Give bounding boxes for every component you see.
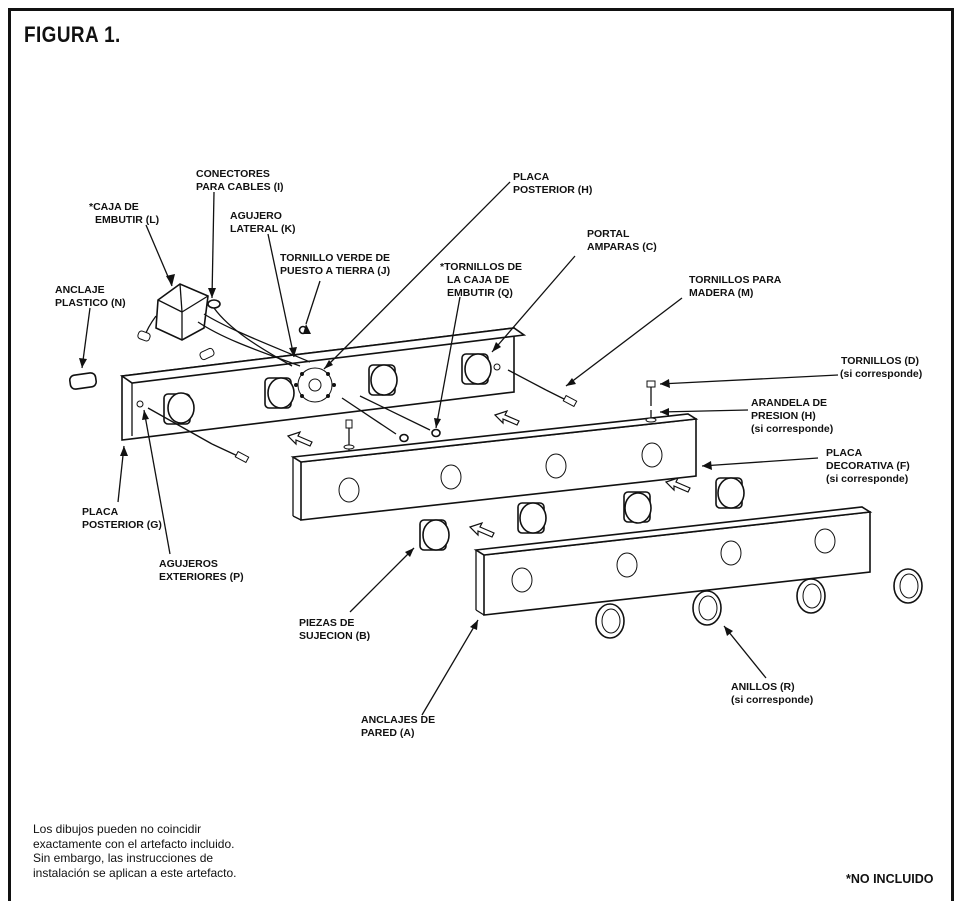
lamp-holder: [264, 377, 295, 409]
junction-box: [137, 283, 311, 367]
trim-ring: [595, 603, 625, 639]
outer-hole: [136, 400, 144, 408]
trim-ring: [796, 578, 826, 614]
not-included-note: *NO INCLUIDO: [846, 872, 934, 886]
mounting-piece: [517, 502, 547, 534]
disclaimer-line: instalación se aplican a este artefacto.: [33, 865, 237, 880]
label-tornillos-d: TORNILLOS (D)(si corresponde): [840, 355, 922, 380]
direction-arrow: [286, 409, 691, 538]
label-anillos: ANILLOS (R)(si corresponde): [731, 681, 813, 706]
mounting-piece: [623, 491, 652, 524]
figure-title: FIGURA 1.: [24, 22, 121, 47]
trim-ring: [893, 568, 923, 604]
decorative-plate: [290, 413, 699, 521]
mounting-piece: [419, 519, 450, 551]
disclaimer-line: Los dibujos pueden no coincidir: [33, 822, 202, 836]
disclaimer-note: Los dibujos pueden no coincidir exactame…: [33, 822, 236, 880]
outer-hole: [493, 363, 501, 371]
front-plate: [473, 506, 873, 616]
disclaimer-line: exactamente con el artefacto incluido.: [33, 836, 235, 851]
cable-connector: [207, 299, 293, 367]
mounting-piece: [715, 477, 745, 509]
plastic-anchor: [68, 372, 98, 390]
figure-frame: [8, 8, 954, 901]
leader-arrowheads: [79, 274, 733, 636]
wood-screw: [507, 369, 578, 408]
box-screw: [341, 395, 441, 443]
trim-ring: [692, 590, 722, 626]
lamp-holder: [461, 353, 492, 385]
screw-d: [645, 380, 657, 423]
wood-screw: [147, 407, 250, 464]
center-mounting-holes: [294, 367, 336, 403]
lamp-holder: [368, 364, 398, 396]
lamp-holder: [163, 392, 195, 425]
disclaimer-line: Sin embargo, las instrucciones de: [33, 851, 214, 865]
